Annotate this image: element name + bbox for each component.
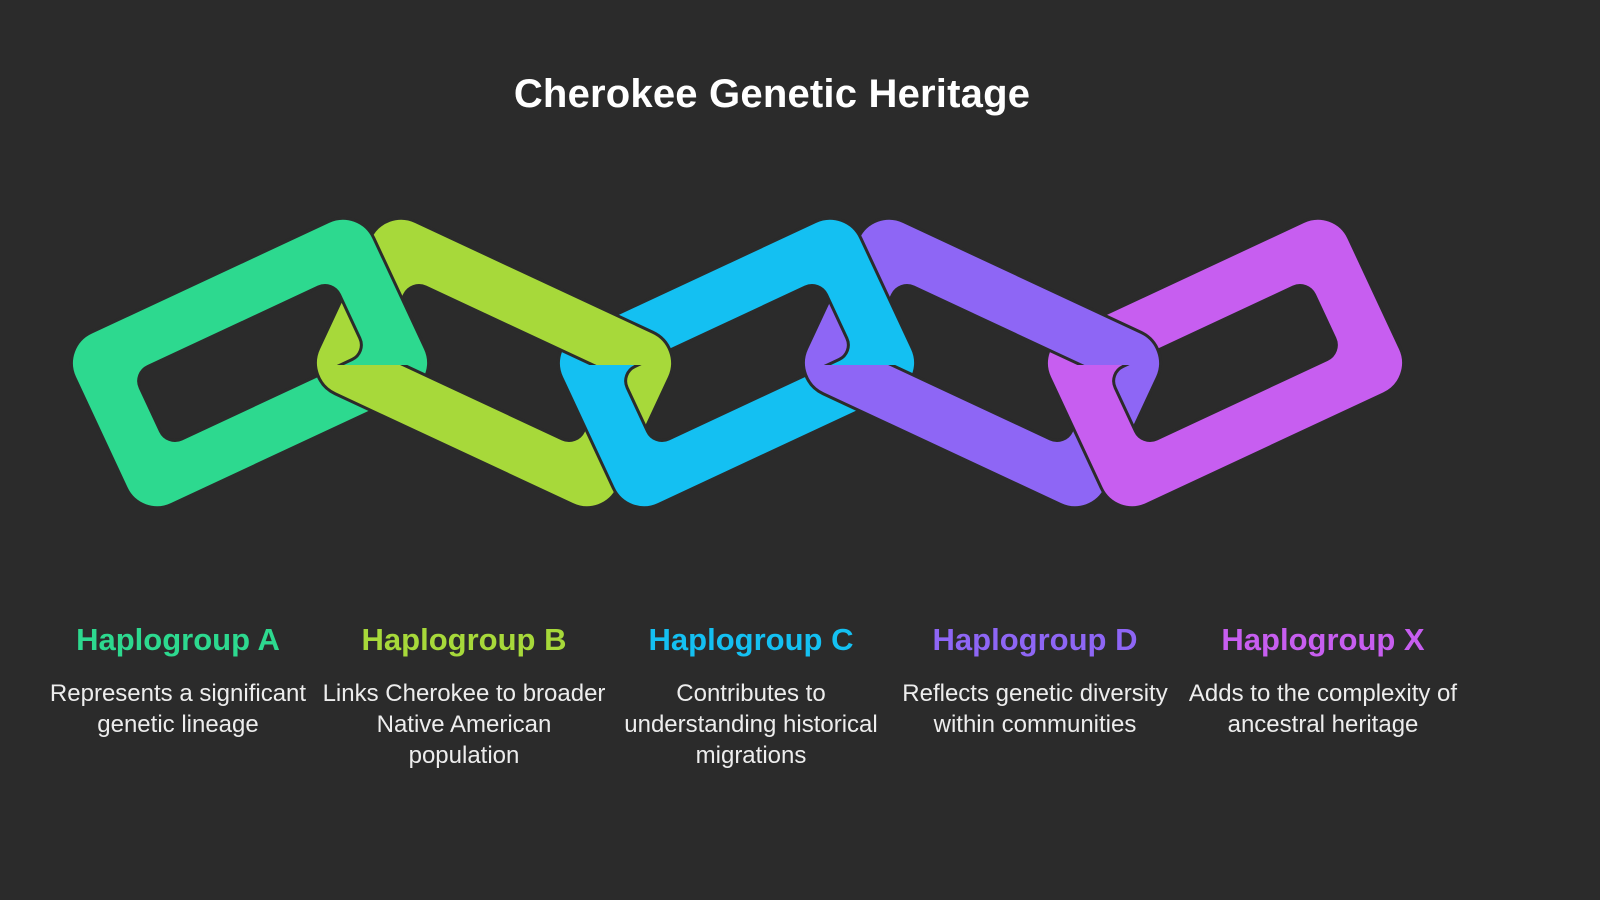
haplogroup-a-block: Haplogroup A Represents a significant ge… [33,620,323,740]
chain-link-x [1044,216,1406,510]
haplogroup-a-title: Haplogroup A [76,622,280,657]
haplogroup-b-description: Links Cherokee to broader Native America… [322,680,606,769]
haplogroup-x-title: Haplogroup X [1221,622,1425,657]
chain-link-b-overlap [485,216,675,365]
haplogroup-x-block: Haplogroup X Adds to the complexity of a… [1178,620,1468,740]
haplogroup-d-block: Haplogroup D Reflects genetic diversity … [890,620,1180,740]
haplogroup-d-description: Reflects genetic diversity within commun… [902,680,1168,738]
haplogroup-c-description: Contributes to understanding historical … [624,680,878,769]
chain-link-a-overlap [242,216,431,365]
diagram-title: Cherokee Genetic Heritage [513,72,1031,116]
chain-link-c-overlap [729,216,918,365]
haplogroup-x-description: Adds to the complexity of ancestral heri… [1188,680,1458,738]
haplogroup-c-block: Haplogroup C Contributes to understandin… [606,620,896,771]
haplogroup-b-title: Haplogroup B [361,622,567,657]
haplogroup-d-title: Haplogroup D [932,622,1138,657]
haplogroup-b-block: Haplogroup B Links Cherokee to broader N… [319,620,609,771]
haplogroup-a-description: Represents a significant genetic lineage [49,680,307,738]
chain-link-d-overlap [973,216,1163,365]
haplogroup-c-title: Haplogroup C [648,622,854,657]
